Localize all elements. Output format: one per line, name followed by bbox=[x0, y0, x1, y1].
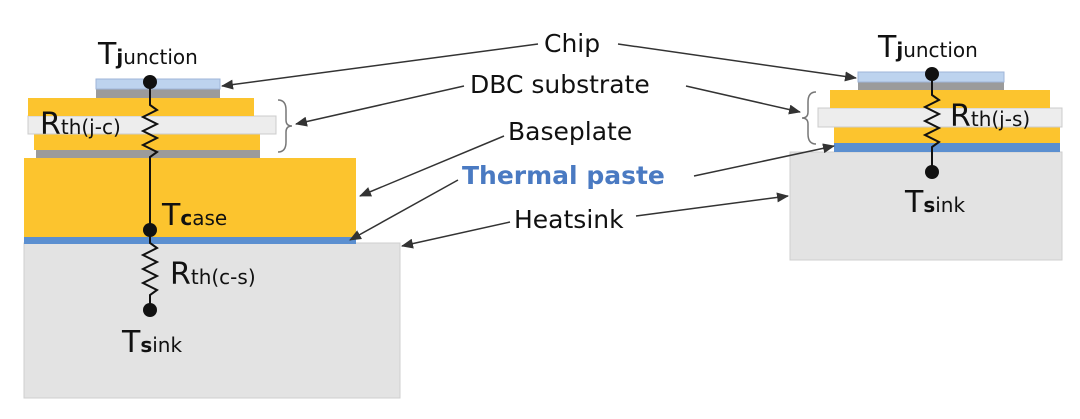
arrow-baseplate bbox=[359, 135, 505, 197]
right-rth-js-label: Rth(j-s) bbox=[950, 99, 1030, 134]
left-solder-layer bbox=[36, 150, 260, 158]
arrow-dbc-right bbox=[685, 85, 801, 115]
label-baseplate: Baseplate bbox=[508, 117, 632, 146]
left-chip bbox=[95, 78, 221, 90]
right-tsink-label: Tsink bbox=[904, 185, 965, 220]
callout-arrows bbox=[221, 43, 857, 249]
left-tjunction-label: Tjunction bbox=[97, 37, 198, 72]
label-chip: Chip bbox=[544, 29, 600, 58]
right-dbc-top-copper bbox=[830, 90, 1050, 108]
left-tj-node bbox=[143, 75, 157, 89]
arrow-paste-right bbox=[693, 143, 835, 177]
arrow-heatsink-left bbox=[401, 221, 511, 249]
right-thermal-paste bbox=[834, 143, 1060, 152]
right-tjunction-label: Tjunction bbox=[877, 30, 978, 65]
label-thermal-paste: Thermal paste bbox=[462, 161, 665, 190]
left-baseplate bbox=[24, 158, 356, 237]
left-rth-cs-label: Rth(c-s) bbox=[170, 257, 256, 292]
left-dbc-top-copper bbox=[28, 98, 254, 116]
arrow-heatsink-right bbox=[635, 192, 789, 217]
left-heatsink bbox=[23, 242, 401, 399]
label-heatsink: Heatsink bbox=[514, 205, 624, 234]
center-labels: Chip DBC substrate Baseplate Thermal pas… bbox=[462, 29, 665, 234]
left-chip-gray-layer bbox=[96, 89, 220, 98]
right-tsink-node bbox=[925, 165, 939, 179]
left-dbc-brace bbox=[277, 99, 293, 153]
arrow-chip-left bbox=[221, 43, 539, 90]
label-dbc-substrate: DBC substrate bbox=[470, 70, 650, 99]
left-tsink-label: Tsink bbox=[121, 325, 182, 360]
left-thermal-paste bbox=[24, 236, 356, 244]
left-tsink-node bbox=[143, 303, 157, 317]
left-rth-jc-label: Rth(j-c) bbox=[40, 107, 121, 142]
left-tcase-node bbox=[143, 223, 157, 237]
arrow-chip-right bbox=[617, 43, 857, 82]
right-thermal-path bbox=[922, 74, 942, 172]
right-dbc-bottom-copper bbox=[834, 127, 1060, 143]
left-tcase-label: Tcase bbox=[161, 198, 227, 233]
left-stack: Tjunction Rth(j-c) Tcase Rth(c-s) Tsink bbox=[23, 37, 401, 399]
arrow-paste-left bbox=[349, 179, 459, 241]
right-dbc-brace bbox=[801, 91, 817, 145]
right-tj-node bbox=[925, 67, 939, 81]
right-stack: Tjunction Rth(j-s) Tsink bbox=[789, 30, 1063, 261]
arrow-dbc-left bbox=[295, 85, 465, 127]
